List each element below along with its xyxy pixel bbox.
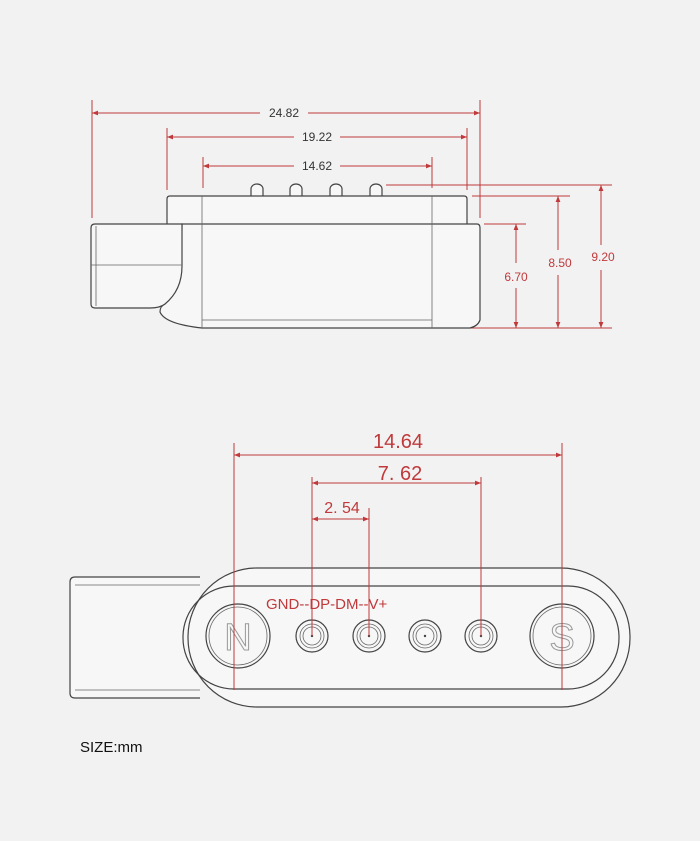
dim-top-block-length: 19.22 bbox=[302, 130, 332, 144]
top-block bbox=[166, 195, 468, 224]
dim-body-height: 6.70 bbox=[504, 270, 528, 284]
extension-lines bbox=[233, 443, 563, 690]
magnet-n-label: N bbox=[224, 617, 251, 659]
top-view: N S 14.64 7. 62 2. 54 GND--DP-DM--V+ bbox=[69, 431, 631, 708]
dim-block-height: 8.50 bbox=[548, 256, 572, 270]
pogo-pins bbox=[250, 183, 383, 196]
cable-stub bbox=[90, 223, 183, 309]
dim-pin-pitch: 2. 54 bbox=[324, 500, 360, 517]
units-note: SIZE:mm bbox=[80, 739, 143, 756]
dim-pin-height: 9.20 bbox=[591, 250, 615, 264]
dim-overall-length: 24.82 bbox=[269, 106, 299, 120]
cable-tail bbox=[69, 576, 200, 699]
magnet-n: N bbox=[205, 603, 271, 669]
side-view: 24.82 19.22 14.62 6.70 8.50 9.20 bbox=[90, 100, 615, 329]
pin-assignment-label: GND--DP-DM--V+ bbox=[266, 596, 387, 613]
dim-magnet-span: 14.64 bbox=[373, 431, 423, 453]
connector-face bbox=[182, 585, 620, 690]
dim-pin-span: 7. 62 bbox=[378, 463, 422, 485]
dim-pin-span: 14.62 bbox=[302, 159, 332, 173]
